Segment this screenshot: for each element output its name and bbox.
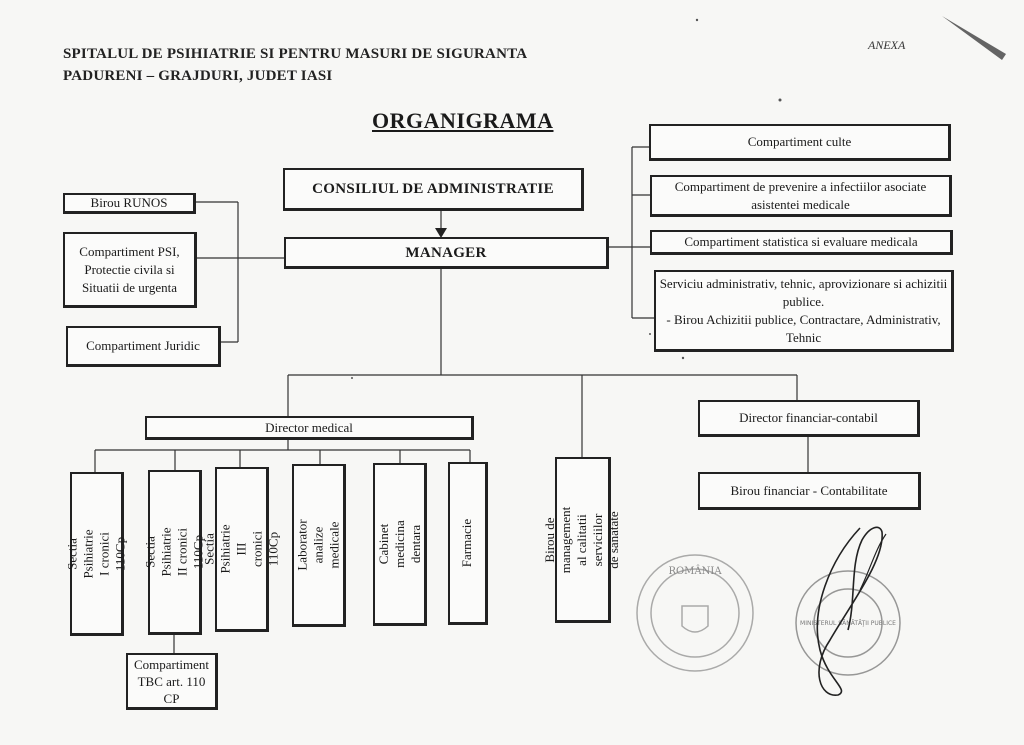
node-birou-financiar: Birou financiar - Contabilitate xyxy=(698,472,921,510)
serviciu-administrativ-line2: - Birou Achizitii publice, Contractare, … xyxy=(666,311,941,345)
serviciu-administrativ-line1: Serviciu administrativ, tehnic, aprovizi… xyxy=(659,275,948,309)
sectia-psihiatrie-1-label: Sectia Psihiatrie I cronici 110Cp xyxy=(64,528,128,579)
node-sectia-psihiatrie-3: Sectia Psihiatrie III cronici 110Cp xyxy=(202,467,281,632)
node-birou-management-calitate: Birou de management al calitatii servici… xyxy=(543,457,622,623)
node-director-medical: Director medical xyxy=(145,416,474,440)
node-sectia-psihiatrie-2: Sectia Psihiatrie II cronici 110Cp xyxy=(143,470,206,635)
node-compartiment-statistica: Compartiment statistica si evaluare medi… xyxy=(650,230,953,255)
corner-fold-mark xyxy=(942,16,1006,60)
node-compartiment-tbc: Compartiment TBC art. 110 CP xyxy=(126,653,218,710)
node-director-financiar: Director financiar-contabil xyxy=(698,400,920,437)
node-farmacie: Farmacie xyxy=(448,462,488,625)
stamp2-text: MINISTERUL SĂNĂTĂŢII PUBLICE xyxy=(800,620,896,627)
handwritten-signature xyxy=(816,526,887,696)
node-compartiment-infectii: Compartiment de prevenire a infectiilor … xyxy=(650,175,952,217)
node-sectia-psihiatrie-1: Sectia Psihiatrie I cronici 110Cp xyxy=(65,472,128,636)
laborator-analize-label: Laborator analize medicale xyxy=(294,519,342,571)
round-stamp-romania: ROMÂNIA xyxy=(636,554,754,672)
farmacie-label: Farmacie xyxy=(459,518,475,568)
stamp1-text: ROMÂNIA xyxy=(668,565,722,577)
node-laborator-analize: Laborator analize medicale xyxy=(292,464,346,627)
node-consiliul-administratie: CONSILIUL DE ADMINISTRATIE xyxy=(283,168,584,211)
hospital-name-line1: SPITALUL DE PSIHIATRIE SI PENTRU MASURI … xyxy=(63,46,528,62)
node-birou-runos: Birou RUNOS xyxy=(63,193,196,214)
anexa-label: ANEXA xyxy=(868,38,906,52)
node-compartiment-psi: Compartiment PSI, Protectie civila si Si… xyxy=(63,232,197,308)
sectia-psihiatrie-3-label: Sectia Psihiatrie III cronici 110Cp xyxy=(201,524,281,574)
sectia-psihiatrie-2-label: Sectia Psihiatrie II cronici 110Cp xyxy=(142,527,206,577)
node-manager: MANAGER xyxy=(284,237,609,269)
birou-management-calitate-label: Birou de management al calitatii servici… xyxy=(542,506,622,573)
round-stamp-ministerul: MINISTERUL SĂNĂTĂŢII PUBLICE xyxy=(795,570,901,676)
cabinet-medicina-dentara-label: Cabinet medicina dentara xyxy=(375,520,423,568)
node-cabinet-medicina-dentara: Cabinet medicina dentara xyxy=(373,463,427,626)
node-serviciu-administrativ: Serviciu administrativ, tehnic, aprovizi… xyxy=(654,270,954,352)
node-compartiment-culte: Compartiment culte xyxy=(649,124,951,161)
hospital-name-line2: PADURENI – GRAJDURI, JUDET IASI xyxy=(63,68,333,84)
node-compartiment-juridic: Compartiment Juridic xyxy=(66,326,221,367)
page-title: ORGANIGRAMA xyxy=(372,108,554,133)
